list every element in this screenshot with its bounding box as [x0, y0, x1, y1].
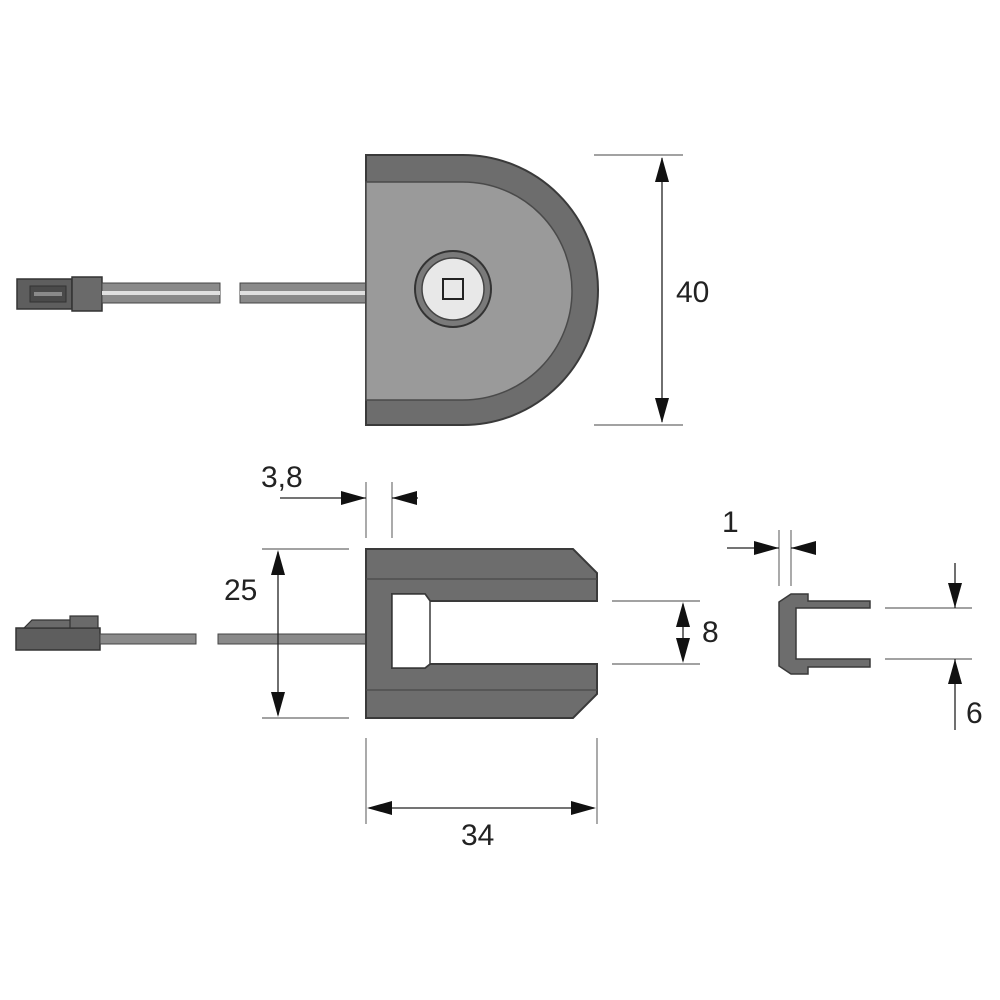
clip-detail: 1 6	[722, 506, 983, 730]
clip-profile	[778, 593, 871, 675]
dimension-label-40: 40	[676, 276, 709, 309]
dimension-label-1: 1	[722, 506, 739, 539]
dimension-label-3-8: 3,8	[261, 461, 303, 494]
dimension-label-8: 8	[702, 616, 719, 649]
cable-segment	[99, 633, 197, 645]
housing-slot	[391, 593, 431, 669]
dimension-clip-gap: 6	[885, 563, 983, 730]
dimension-height-top: 40	[594, 154, 709, 426]
dimension-label-25: 25	[224, 574, 257, 607]
cable-segment	[217, 633, 369, 645]
square-push-button-icon	[414, 250, 492, 328]
dimension-wall-thickness: 3,8	[261, 461, 418, 538]
dimension-clip-thickness: 1	[722, 506, 816, 586]
cable-segment	[101, 282, 221, 304]
dimension-length: 34	[365, 738, 598, 852]
dimension-height-side: 25	[224, 548, 349, 719]
plug-connector-icon	[16, 276, 103, 312]
side-view: 3,8 25 8 34	[15, 461, 719, 852]
top-view: 40	[16, 154, 709, 426]
dimension-label-34: 34	[461, 819, 494, 852]
dimension-slot-width: 8	[612, 600, 719, 665]
dimension-label-6: 6	[966, 697, 983, 730]
cable-segment	[239, 282, 369, 304]
plug-connector-side-icon	[15, 615, 101, 651]
